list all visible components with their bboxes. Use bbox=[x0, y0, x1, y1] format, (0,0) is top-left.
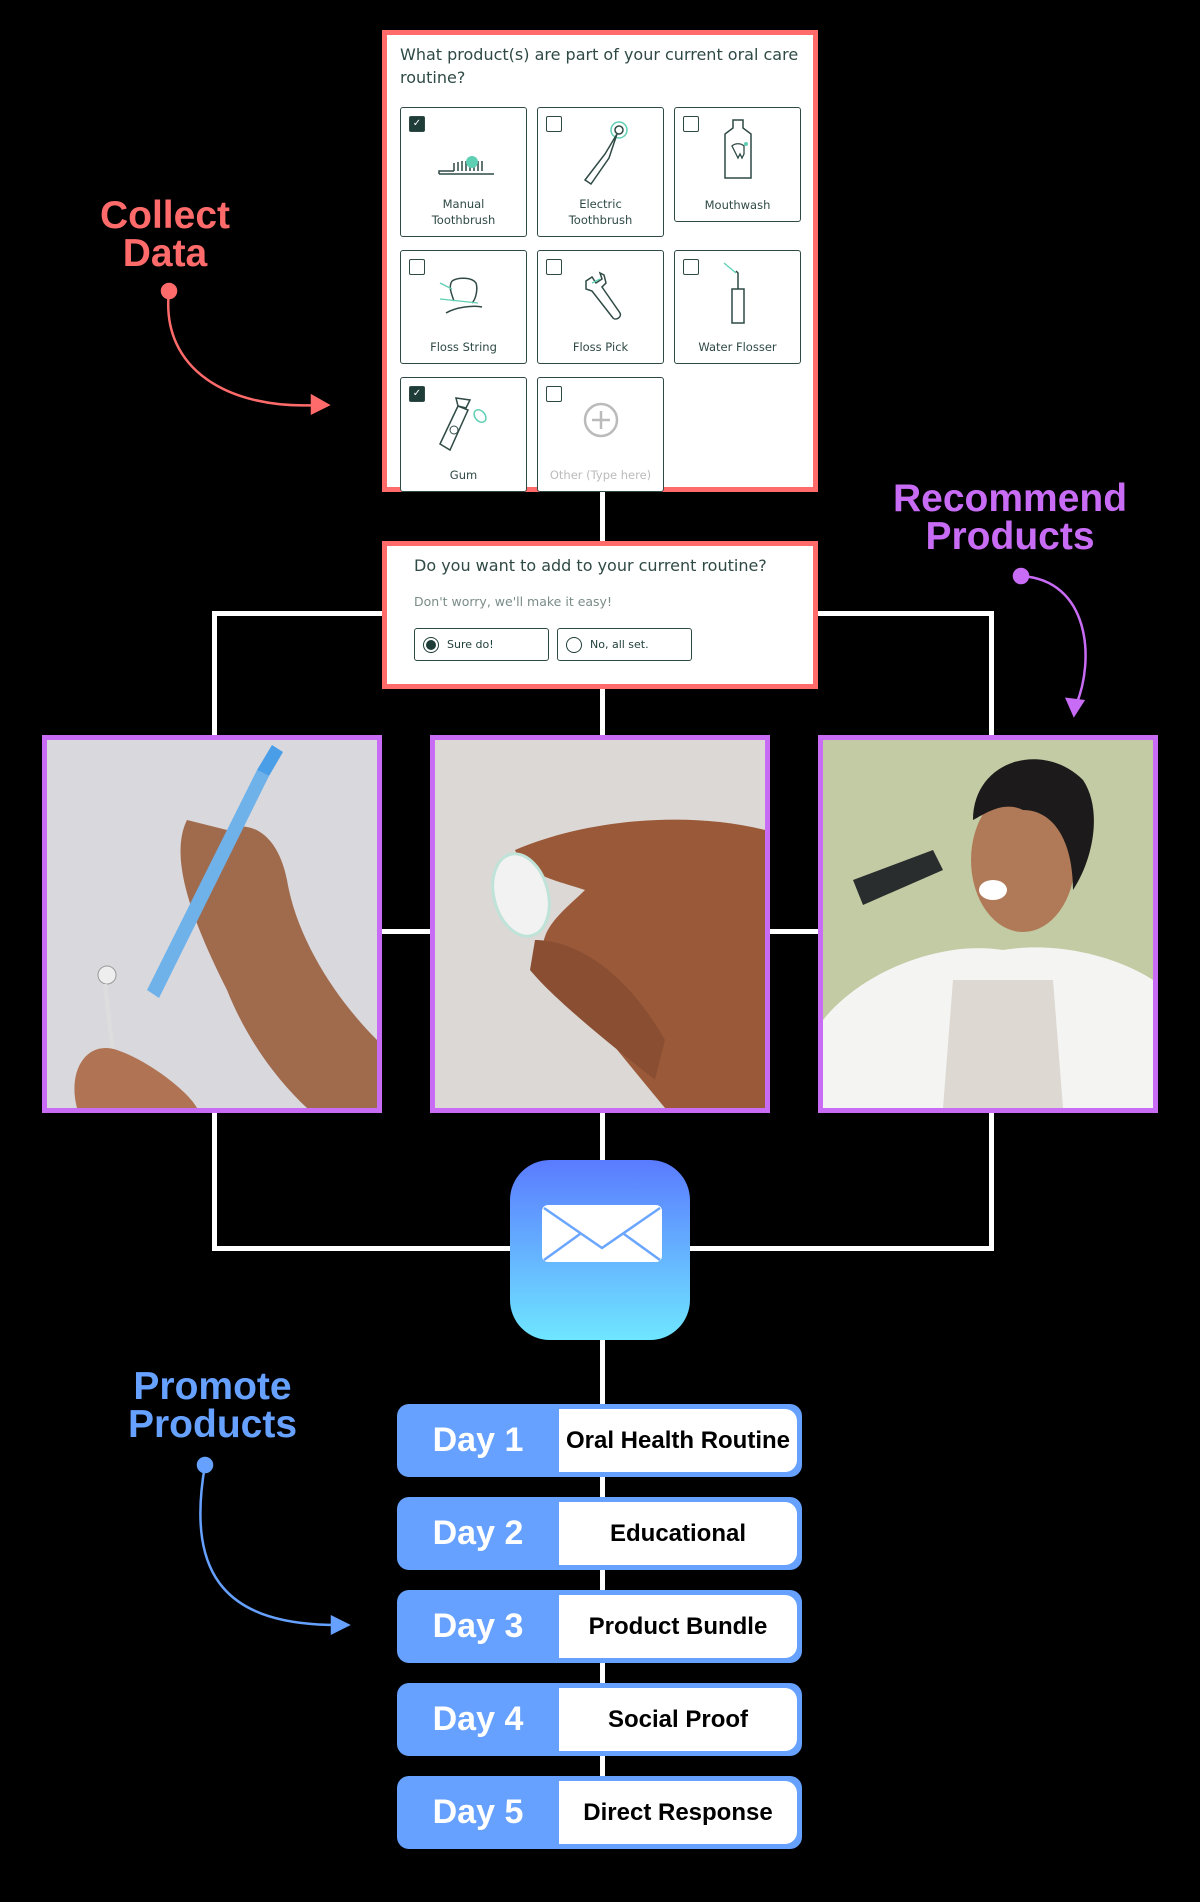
photo-manual-toothbrush bbox=[42, 735, 382, 1113]
radio-sure-do[interactable]: Sure do! bbox=[414, 628, 549, 661]
checkbox-checked[interactable]: ✓ bbox=[409, 116, 425, 132]
floss-pick-icon bbox=[584, 271, 621, 320]
checkbox[interactable] bbox=[546, 116, 562, 132]
option-water-flosser[interactable]: Water Flosser bbox=[674, 250, 801, 364]
email-app-icon bbox=[510, 1160, 690, 1340]
collect-arrow bbox=[160, 282, 331, 416]
option-electric-toothbrush[interactable]: Electric Toothbrush bbox=[537, 107, 664, 237]
radio-no-all-set[interactable]: No, all set. bbox=[557, 628, 692, 661]
option-floss-string[interactable]: Floss String bbox=[400, 250, 527, 364]
checkbox[interactable] bbox=[683, 259, 699, 275]
option-gum[interactable]: ✓ Gum bbox=[400, 377, 527, 492]
checkbox[interactable] bbox=[683, 116, 699, 132]
option-manual-toothbrush[interactable]: ✓ Manual Toothbrush bbox=[400, 107, 527, 237]
floss-string-icon bbox=[439, 277, 482, 314]
radio-indicator bbox=[566, 636, 582, 653]
radio-selected-indicator bbox=[423, 636, 439, 653]
toothbrush-photo-illustration bbox=[74, 745, 377, 1108]
checkbox-checked[interactable]: ✓ bbox=[409, 386, 425, 402]
man-brushing-photo-illustration bbox=[823, 759, 1153, 1108]
gum-icon bbox=[438, 397, 487, 452]
checkbox[interactable] bbox=[546, 386, 562, 402]
connector-center-top bbox=[600, 488, 605, 548]
option-other[interactable]: Other (Type here) bbox=[537, 377, 664, 492]
photo-gum bbox=[430, 735, 770, 1113]
routine-question: Do you want to add to your current routi… bbox=[414, 556, 767, 575]
survey-card: What product(s) are part of your current… bbox=[382, 30, 818, 492]
photo-electric-toothbrush bbox=[818, 735, 1158, 1113]
plus-circle-icon[interactable] bbox=[581, 400, 621, 440]
gum-photo-illustration bbox=[491, 819, 765, 1108]
checkbox[interactable] bbox=[409, 259, 425, 275]
option-mouthwash[interactable]: Mouthwash bbox=[674, 107, 801, 222]
water-flosser-icon bbox=[723, 262, 745, 324]
promote-arrow bbox=[196, 1456, 351, 1636]
recommend-arrow bbox=[1012, 567, 1087, 718]
survey-question: What product(s) are part of your current… bbox=[400, 45, 799, 87]
checkbox[interactable] bbox=[546, 259, 562, 275]
routine-subtitle: Don't worry, we'll make it easy! bbox=[414, 594, 612, 609]
routine-card: Do you want to add to your current routi… bbox=[382, 541, 818, 689]
envelope-icon bbox=[542, 1205, 662, 1262]
option-floss-pick[interactable]: Floss Pick bbox=[537, 250, 664, 364]
manual-toothbrush-icon bbox=[437, 156, 494, 175]
electric-toothbrush-icon bbox=[583, 121, 628, 186]
mouthwash-icon bbox=[723, 119, 752, 179]
